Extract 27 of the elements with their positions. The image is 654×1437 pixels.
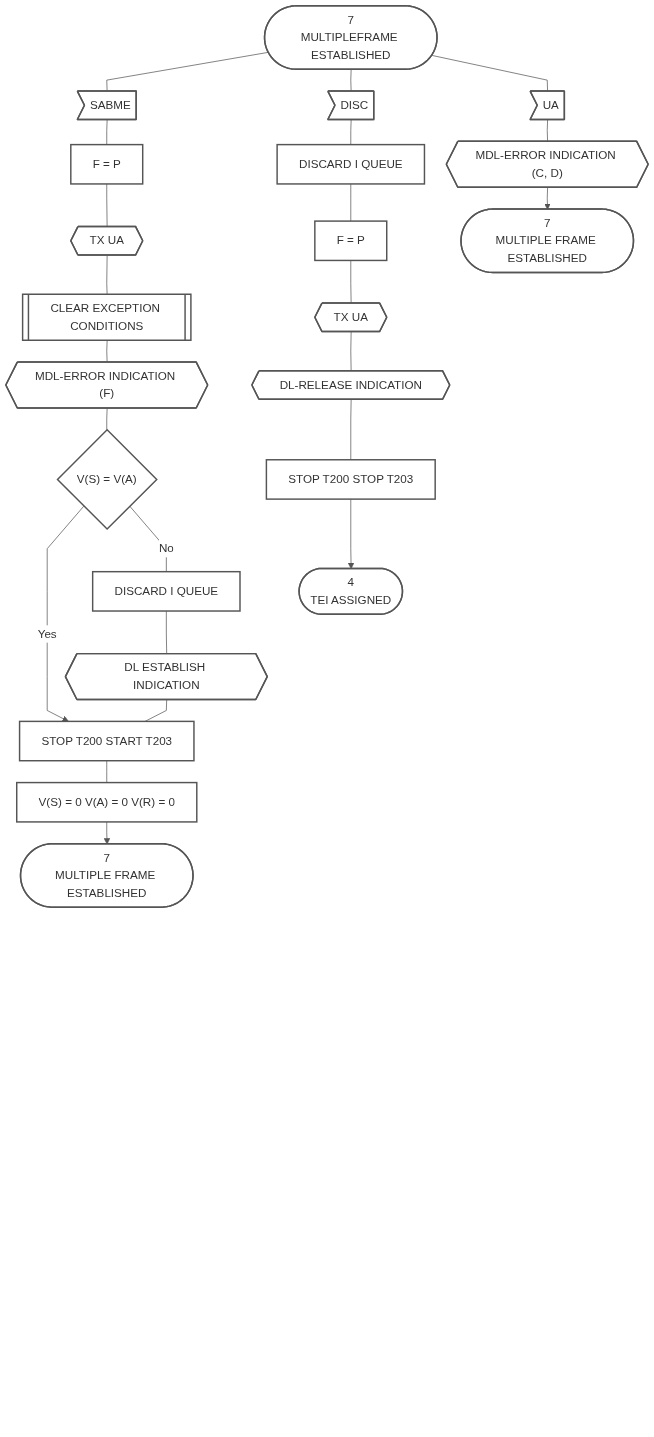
connector [144, 699, 168, 722]
connector [350, 119, 352, 145]
edge-label: No [158, 542, 174, 555]
connector [350, 183, 352, 222]
connector [546, 119, 548, 143]
node-box: V(S) = 0 V(A) = 0 V(R) = 0 [16, 781, 198, 823]
connector [350, 69, 352, 92]
node-box: F = P [70, 143, 144, 185]
edge-label: Yes [37, 627, 57, 640]
connector [106, 760, 108, 783]
connector [106, 51, 269, 92]
connector [165, 610, 168, 655]
connector [350, 331, 352, 372]
node-box: DISCARD I QUEUE [91, 570, 241, 612]
node-box: F = P [314, 220, 388, 262]
connector [106, 407, 108, 431]
connector [106, 119, 108, 145]
node-box: STOP T200 STOP T203 [265, 459, 436, 500]
node-box: DISCARD I QUEUE [276, 143, 426, 185]
connector [350, 399, 352, 461]
node-diamond: V(S) = V(A) [56, 428, 158, 531]
connector [106, 183, 108, 228]
connector [106, 340, 108, 363]
connector [431, 55, 548, 92]
node-box: STOP T200 START T203 [18, 720, 195, 762]
connector [350, 260, 352, 304]
connector [129, 505, 167, 573]
